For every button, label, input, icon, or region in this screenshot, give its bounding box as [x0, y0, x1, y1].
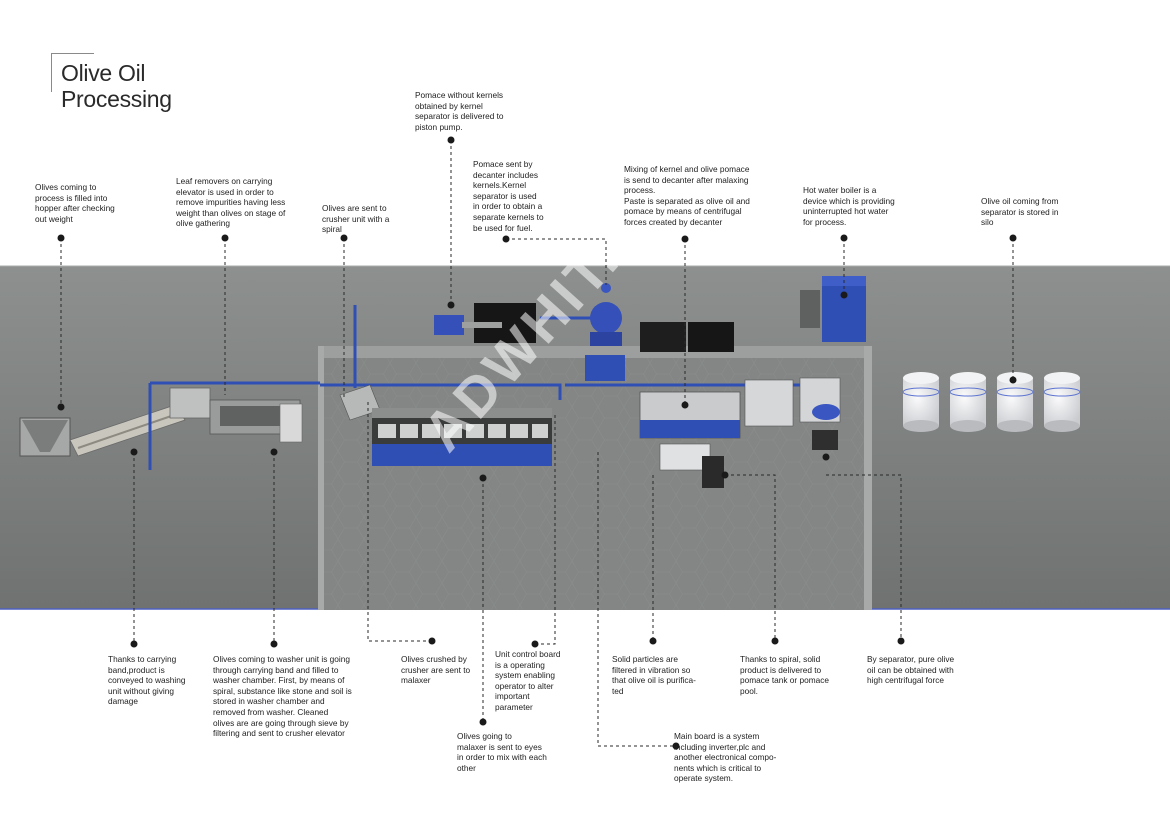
note-malaxer: Olives going to malaxer is sent to eyes …: [457, 731, 547, 773]
title-line-2: Processing: [61, 86, 172, 112]
note-main-board: Main board is a system including inverte…: [674, 731, 777, 784]
note-hot-water-boiler: Hot water boiler is a device which is pr…: [803, 185, 895, 227]
note-pomace-piston-pump: Pomace without kernels obtained by kerne…: [415, 90, 504, 132]
note-carrying-band: Thanks to carrying band,product is conve…: [108, 654, 186, 707]
note-mixing-decanter: Mixing of kernel and olive pomace is sen…: [624, 164, 750, 227]
page-title: Olive Oil Processing: [61, 60, 172, 112]
title-frame: [51, 53, 94, 92]
note-leaf-remover: Leaf removers on carrying elevator is us…: [176, 176, 286, 229]
note-solid-particles: Solid particles are filtered in vibratio…: [612, 654, 696, 696]
malaxer: [372, 408, 552, 466]
silos: [902, 372, 1081, 432]
title-line-1: Olive Oil: [61, 60, 146, 86]
hopper: [19, 417, 71, 457]
paste-pump: [585, 355, 625, 381]
kernel-separator: [590, 283, 622, 346]
note-hopper: Olives coming to process is filled into …: [35, 182, 115, 224]
callout-dots: [57, 136, 1017, 750]
note-separator: By separator, pure olive oil can be obta…: [867, 654, 955, 686]
decanter: [639, 379, 794, 488]
note-control-board: Unit control board is a operating system…: [495, 649, 561, 712]
carrying-band: [69, 404, 186, 457]
separator: [799, 377, 841, 450]
note-washer: Olives coming to washer unit is going th…: [213, 654, 352, 739]
note-crushed-olives: Olives crushed by crusher are sent to ma…: [401, 654, 471, 686]
note-silo: Olive oil coming from separator is store…: [981, 196, 1059, 228]
note-spiral-pomace: Thanks to spiral, solid product is deliv…: [740, 654, 830, 696]
callout-leaders: [60, 140, 1014, 747]
washer-unit: [169, 387, 303, 443]
note-pomace-decanter: Pomace sent by decanter includes kernels…: [473, 159, 544, 233]
piston-pump: [434, 315, 502, 335]
note-crusher-spiral: Olives are sent to crusher unit with a s…: [322, 203, 390, 235]
